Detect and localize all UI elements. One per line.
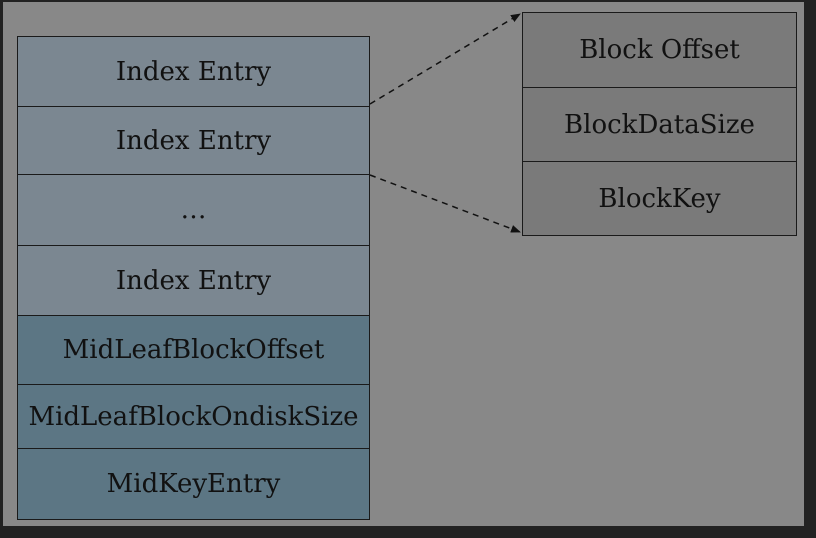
mid-leaf-block-offset-cell: MidLeafBlockOffset bbox=[18, 316, 369, 385]
block-key-cell: BlockKey bbox=[523, 162, 796, 235]
expansion-arrow-bottom bbox=[369, 174, 521, 233]
entry-detail-box: Block Offset BlockDataSize BlockKey bbox=[522, 12, 797, 236]
expansion-arrow-top bbox=[369, 13, 521, 105]
connector-layer bbox=[369, 13, 521, 233]
index-block-stack: Index Entry Index Entry … Index Entry Mi… bbox=[17, 36, 370, 520]
block-data-size-cell: BlockDataSize bbox=[523, 88, 796, 162]
index-entry-cell: Index Entry bbox=[18, 246, 369, 316]
mid-key-entry-cell: MidKeyEntry bbox=[18, 449, 369, 519]
index-entry-cell: Index Entry bbox=[18, 37, 369, 107]
block-offset-cell: Block Offset bbox=[523, 13, 796, 88]
mid-leaf-block-ondisk-size-cell: MidLeafBlockOndiskSize bbox=[18, 385, 369, 449]
index-entry-cell: Index Entry bbox=[18, 107, 369, 175]
ellipsis-cell: … bbox=[18, 175, 369, 246]
diagram-canvas: Index Entry Index Entry … Index Entry Mi… bbox=[3, 2, 804, 526]
